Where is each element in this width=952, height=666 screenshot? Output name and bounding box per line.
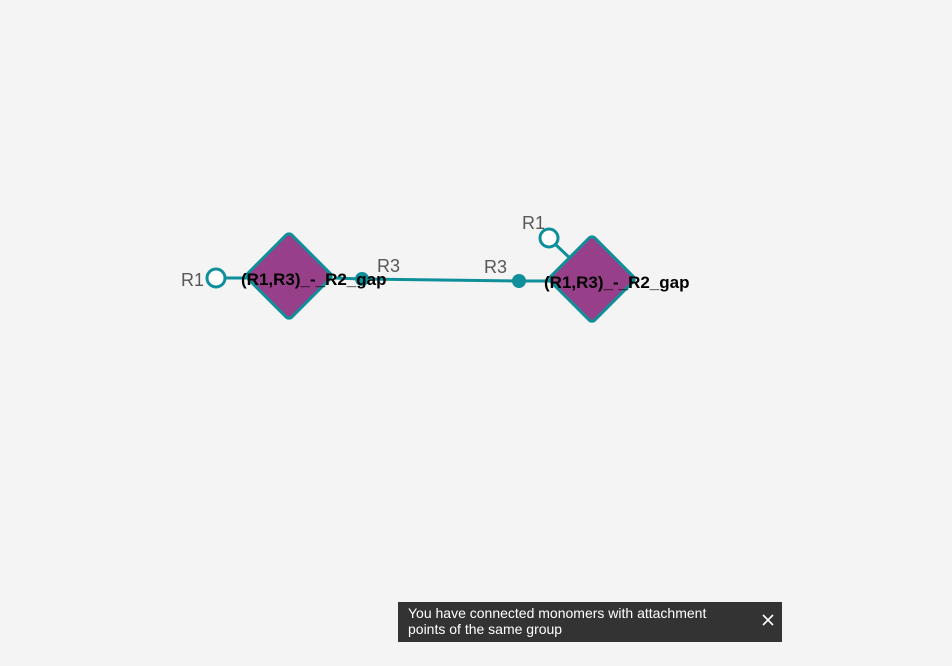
bond[interactable] (361, 277, 520, 283)
r1-label: R1 (181, 270, 204, 290)
r3-attachment-point-filled[interactable] (512, 274, 526, 288)
warning-toast: You have connected monomers with attachm… (398, 602, 782, 642)
r1-attachment-point-open[interactable] (205, 267, 227, 289)
r1-attachment-point-open[interactable] (538, 227, 560, 249)
toast-message: You have connected monomers with attachm… (408, 605, 707, 637)
r3-label: R3 (377, 256, 400, 276)
r3-label: R3 (484, 257, 507, 277)
monomer-name: (R1,R3)_-_R2_gap (241, 270, 387, 289)
monomer-name: (R1,R3)_-_R2_gap (544, 273, 690, 292)
r1-label: R1 (522, 213, 545, 233)
monomer-diamond[interactable] (548, 235, 636, 323)
monomer-1[interactable]: R1 R3 (R1,R3)_-_R2_gap (181, 232, 400, 320)
r3-attachment-point-filled[interactable] (355, 272, 369, 286)
monomer-2[interactable]: R1 R3 (R1,R3)_-_R2_gap (484, 213, 690, 323)
close-icon[interactable] (760, 612, 776, 628)
monomer-diamond[interactable] (245, 232, 333, 320)
